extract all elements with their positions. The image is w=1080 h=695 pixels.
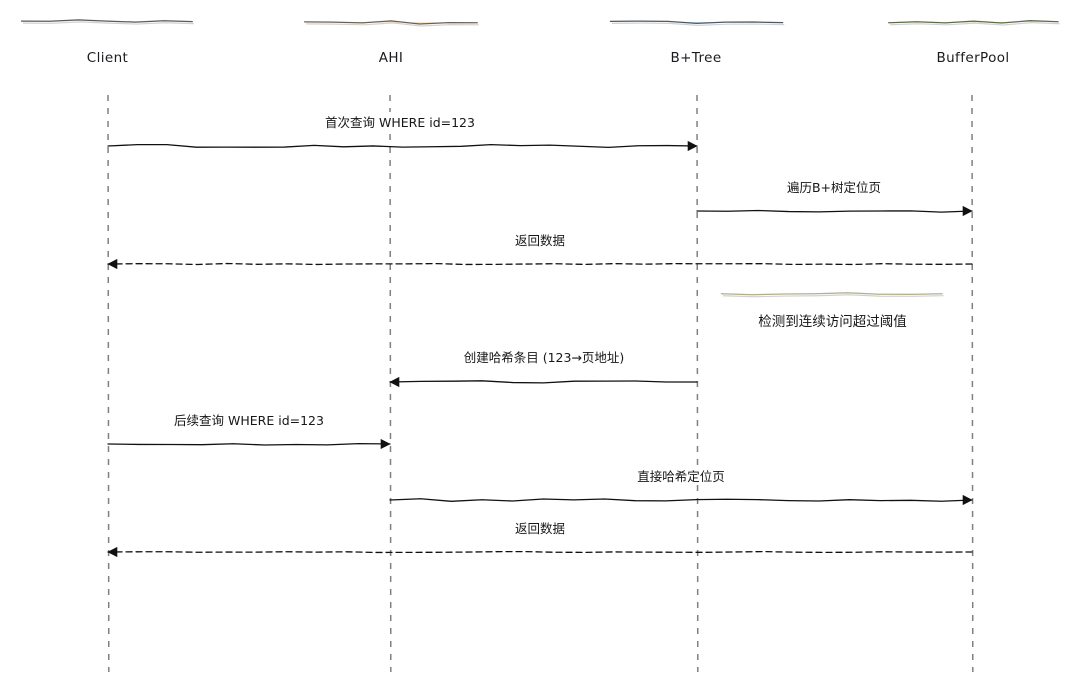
participant-box-btree-shadow: [611, 22, 785, 27]
message-line-m2[interactable]: [696, 209, 973, 213]
message-arrowhead-m3: [107, 258, 118, 270]
participant-box-btree[interactable]: [609, 20, 784, 25]
message-arrowhead-m7: [107, 546, 118, 558]
message-line-m4[interactable]: [389, 380, 698, 384]
message-arrowhead-m2: [962, 205, 973, 217]
message-line-m3[interactable]: [107, 262, 973, 266]
message-line-m1[interactable]: [107, 143, 698, 149]
lifelines: [107, 94, 974, 673]
message-arrowhead-m6: [962, 494, 973, 506]
participant-box-client-shadow: [22, 21, 194, 25]
participant-boxes: [20, 19, 1060, 27]
lifeline-bufferpool: [971, 94, 974, 673]
notes: [720, 292, 944, 298]
participant-box-ahi[interactable]: [303, 20, 478, 25]
message-arrowhead-m5: [380, 438, 391, 450]
message-arrowhead-m4: [389, 376, 400, 388]
messages: [107, 140, 973, 558]
lifeline-ahi: [389, 94, 392, 673]
participant-box-ahi-shadow: [306, 22, 479, 27]
lifeline-client: [107, 94, 110, 673]
message-arrowhead-m1: [687, 140, 698, 152]
message-line-m5[interactable]: [107, 442, 391, 446]
message-line-m7[interactable]: [107, 550, 973, 554]
message-line-m6[interactable]: [389, 498, 973, 502]
participant-box-client[interactable]: [20, 19, 193, 23]
lifeline-btree: [696, 94, 699, 673]
participant-box-bufferpool[interactable]: [888, 20, 1059, 24]
note-box-n1[interactable]: [720, 292, 943, 296]
participant-box-bufferpool-shadow: [890, 22, 1060, 26]
note-box-n1-shadow: [722, 294, 944, 298]
